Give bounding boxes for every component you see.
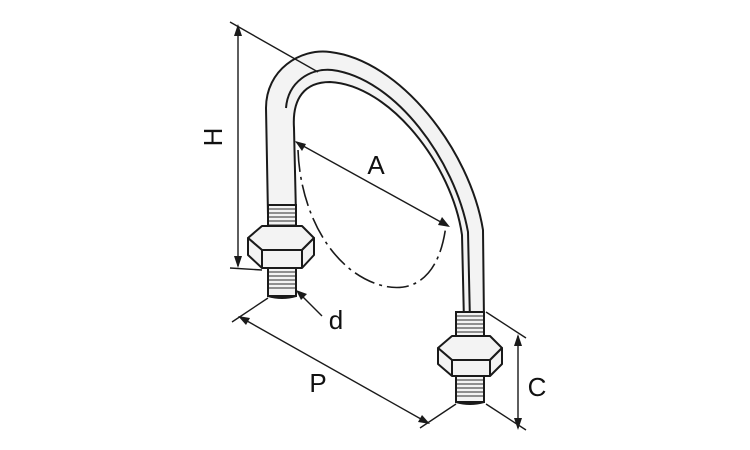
label-h: H bbox=[198, 128, 228, 147]
c-arrow-bottom bbox=[514, 418, 522, 430]
pipe-hidden-edge bbox=[297, 149, 447, 289]
right-nut bbox=[437, 335, 503, 377]
c-extension-top bbox=[485, 311, 527, 339]
label-a: A bbox=[367, 150, 385, 180]
h-arrow-top bbox=[234, 24, 242, 36]
dimension-arrowheads bbox=[234, 24, 522, 430]
left-thread-lower bbox=[267, 267, 297, 299]
h-extension-top bbox=[229, 21, 319, 73]
a-dimension-line bbox=[295, 141, 449, 227]
a-arrow-left bbox=[295, 141, 306, 151]
a-arrow-right bbox=[438, 217, 450, 227]
label-d: d bbox=[329, 305, 343, 335]
p-extension-right bbox=[419, 403, 457, 429]
d-arrow bbox=[296, 290, 307, 300]
u-bolt-inner-edge bbox=[285, 68, 471, 323]
p-arrow-left bbox=[238, 316, 250, 325]
p-dimension-line bbox=[239, 316, 429, 424]
p-extension-left bbox=[231, 297, 269, 323]
label-p: P bbox=[309, 368, 326, 398]
u-bolt-outline bbox=[265, 50, 485, 323]
h-extension-bottom bbox=[229, 267, 263, 271]
c-extension-bottom bbox=[485, 403, 527, 431]
u-bolt-body bbox=[265, 50, 485, 323]
left-nut bbox=[247, 225, 315, 269]
c-arrow-top bbox=[514, 334, 522, 346]
h-arrow-bottom bbox=[234, 256, 242, 268]
dimension-lines bbox=[229, 21, 527, 431]
label-c: C bbox=[528, 372, 547, 402]
right-thread-lower bbox=[455, 375, 485, 405]
p-arrow-right bbox=[418, 415, 430, 424]
